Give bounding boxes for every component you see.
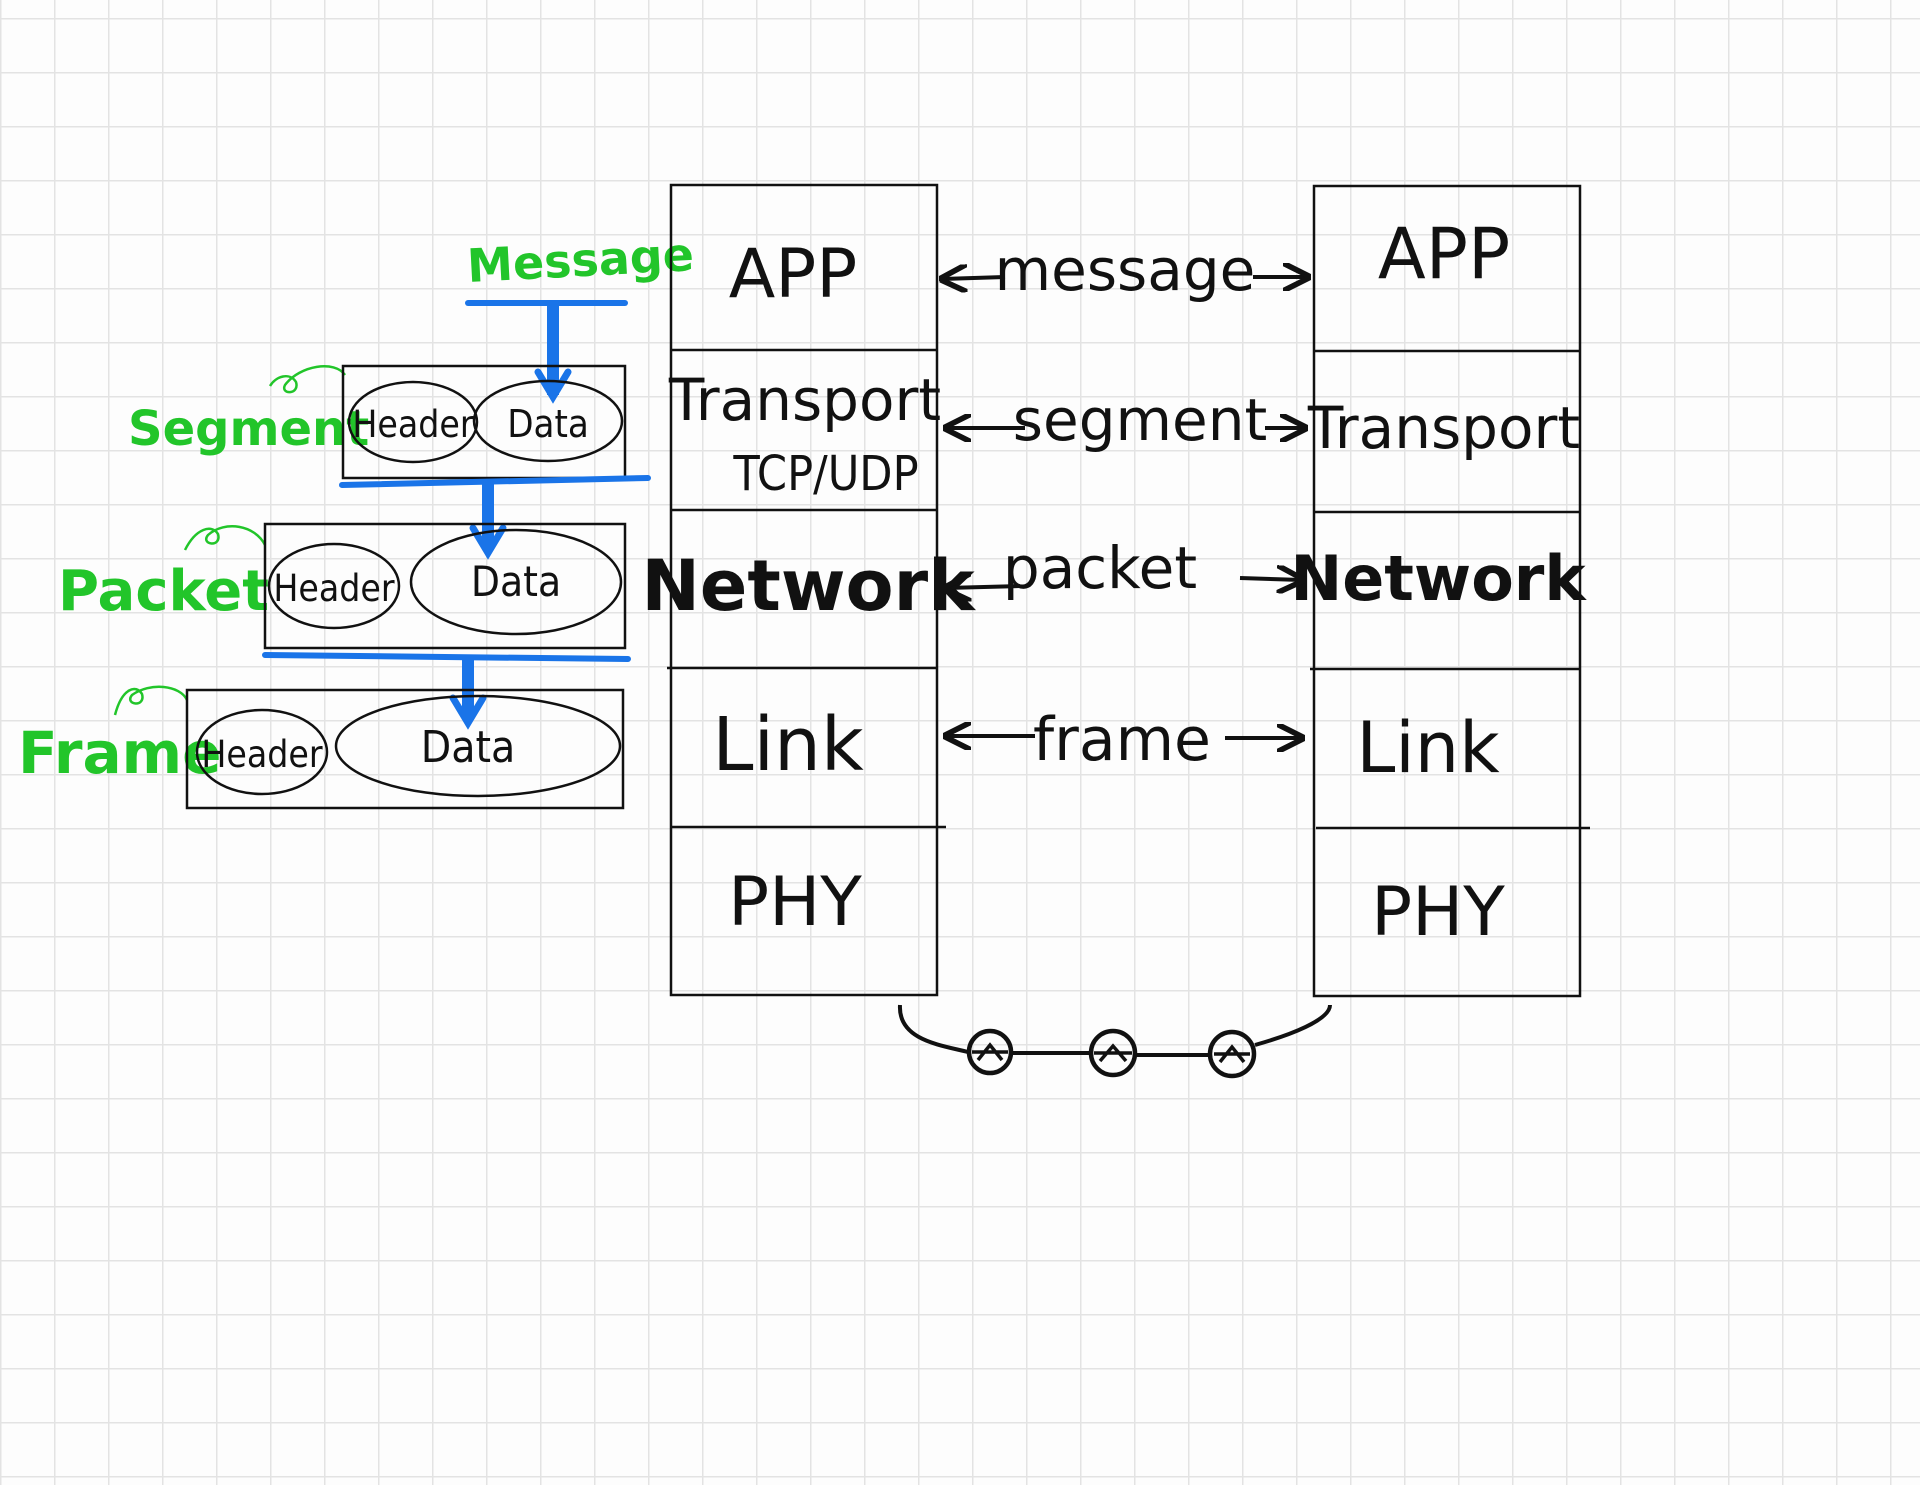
- physical-link-left-curve: [897, 1004, 969, 1054]
- frame-curl-icon: [113, 685, 189, 716]
- segment-data-text: Data: [507, 402, 589, 446]
- packet-data-ellipse: [409, 528, 623, 636]
- right-protocol-stack: APP Transport Network Link PHY: [1290, 184, 1590, 998]
- network-arrow-right: [1239, 578, 1302, 580]
- segment-header-text: Header: [352, 403, 474, 446]
- packet-label: Packet: [58, 559, 269, 624]
- network-peer-label: packet: [1003, 534, 1197, 602]
- segment-header-ellipse: [347, 380, 479, 464]
- frame-data-text: Data: [421, 722, 516, 773]
- app-arrow-left: [942, 277, 1006, 279]
- packet-data-text: Data: [471, 557, 561, 606]
- packet-curl-icon: [183, 525, 267, 551]
- network-arrow-left: [946, 586, 1021, 588]
- frame-header-text: Header: [201, 733, 323, 776]
- physical-link: [897, 1004, 1332, 1079]
- packet-underline: [262, 652, 631, 662]
- left-transport-label: Transport: [668, 366, 941, 434]
- frame-header-ellipse: [195, 708, 329, 796]
- left-link-label: Link: [712, 702, 864, 788]
- router-icon: [1088, 1028, 1138, 1078]
- peer-arrows: message segment packet frame: [942, 236, 1308, 775]
- physical-link-right-curve: [1254, 1004, 1332, 1047]
- encapsulation-diagram: Message Segment Header Data Packet Heade…: [18, 227, 695, 810]
- link-peer-label: frame: [1033, 705, 1211, 775]
- right-stack-border: [1312, 184, 1582, 998]
- segment-data-ellipse: [472, 379, 624, 463]
- segment-box: [341, 364, 627, 480]
- segment-label: Segment: [128, 401, 369, 457]
- right-network-label: Network: [1290, 542, 1587, 615]
- left-phy-label: PHY: [728, 863, 862, 942]
- right-link-label: Link: [1356, 707, 1500, 789]
- left-network-label: Network: [641, 545, 976, 627]
- message-label: Message: [466, 227, 695, 293]
- frame-box: [185, 688, 625, 810]
- packet-header-ellipse: [267, 542, 401, 630]
- right-phy-label: PHY: [1371, 873, 1505, 952]
- left-transport-sub-label: TCP/UDP: [732, 446, 918, 502]
- right-app-label: APP: [1378, 213, 1510, 295]
- packet-header-text: Header: [273, 567, 395, 610]
- right-transport-label: Transport: [1307, 394, 1580, 462]
- left-protocol-stack: APP Transport TCP/UDP Network Link PHY: [641, 183, 976, 997]
- left-app-label: APP: [729, 235, 858, 314]
- frame-label: Frame: [18, 719, 221, 787]
- packet-box: [263, 522, 627, 650]
- left-stack-border: [669, 183, 939, 997]
- transport-peer-label: segment: [1013, 386, 1267, 454]
- router-icon: [1207, 1029, 1257, 1079]
- frame-data-ellipse: [334, 694, 622, 798]
- app-peer-label: message: [995, 236, 1256, 304]
- packet-down-arrowhead: [449, 694, 487, 730]
- segment-underline: [339, 475, 651, 488]
- segment-down-arrowhead: [469, 524, 507, 560]
- router-icon: [966, 1028, 1014, 1076]
- segment-curl-icon: [268, 365, 347, 394]
